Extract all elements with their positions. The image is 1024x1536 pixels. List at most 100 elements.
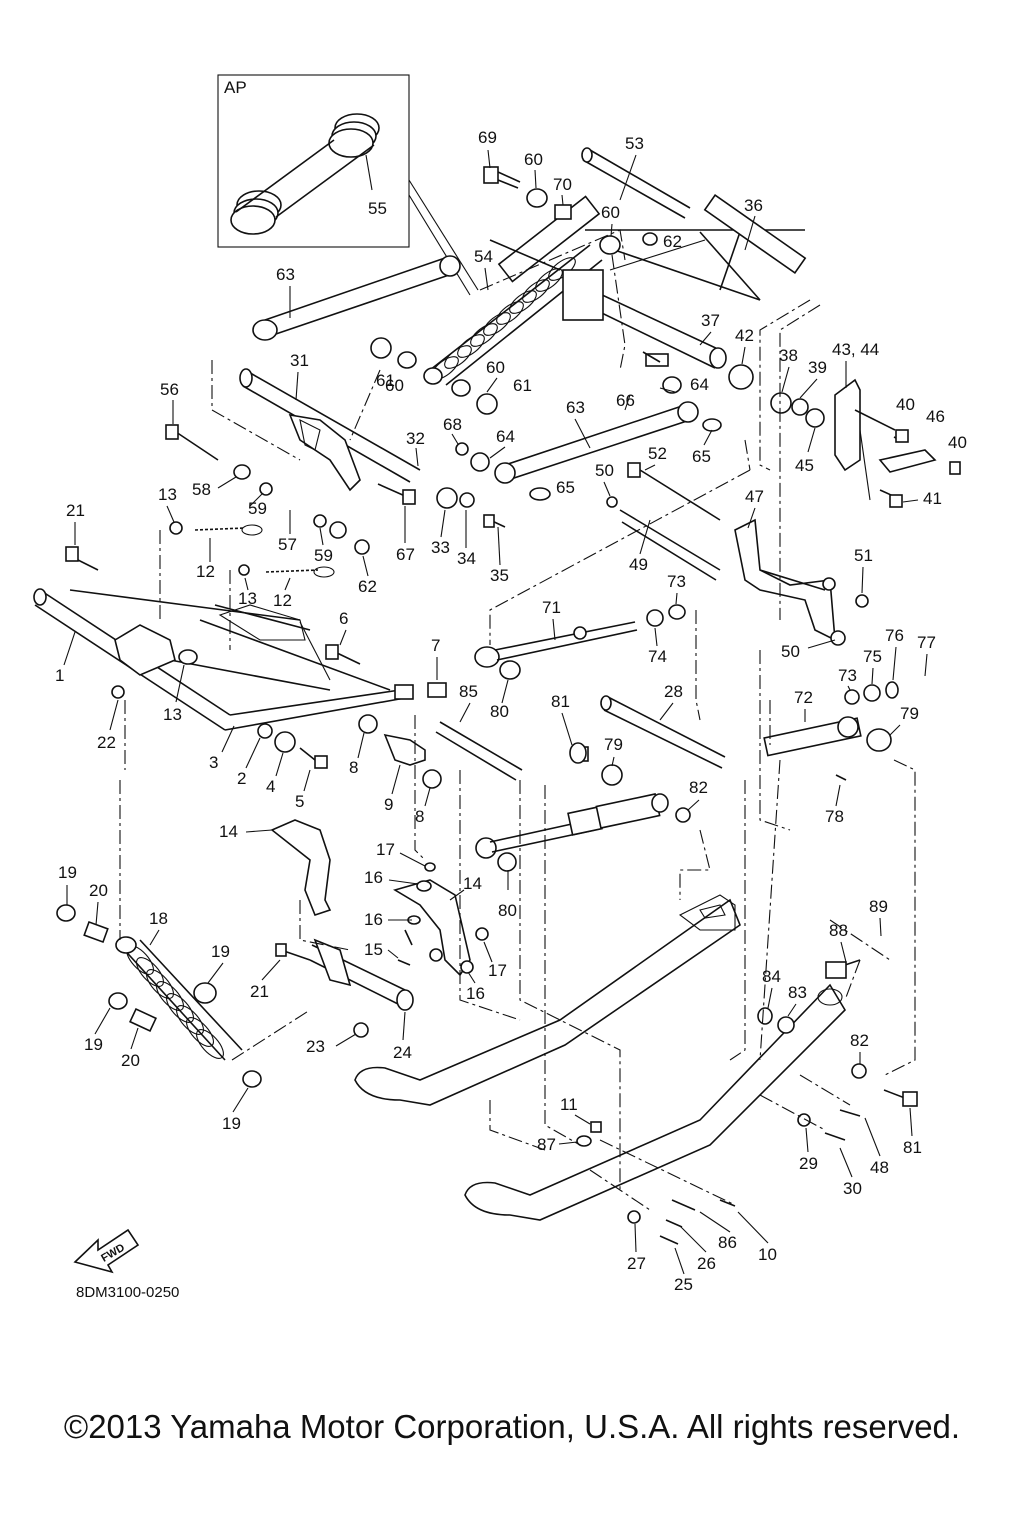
callout: 13 xyxy=(158,485,177,504)
callout: 17 xyxy=(488,961,507,980)
callout: 1 xyxy=(55,666,64,685)
callout: 82 xyxy=(850,1031,869,1050)
callout-labels: 55 69 60 53 70 60 62 36 63 54 37 42 38 3… xyxy=(55,128,967,1294)
callout: 28 xyxy=(664,682,683,701)
callout: 58 xyxy=(192,480,211,499)
callout: 47 xyxy=(745,487,764,506)
callout: 65 xyxy=(692,447,711,466)
reference-lines xyxy=(119,229,916,1211)
callout: 74 xyxy=(648,647,667,666)
callout: 2 xyxy=(237,769,246,788)
callout: 77 xyxy=(917,633,936,652)
diagram-code: 8DM3100-0250 xyxy=(76,1284,179,1301)
callout: 75 xyxy=(863,647,882,666)
callout: 30 xyxy=(843,1179,862,1198)
callout: 43, 44 xyxy=(832,340,879,359)
callout: 52 xyxy=(648,444,667,463)
bracket-47 xyxy=(619,509,846,646)
callout: 83 xyxy=(788,983,807,1002)
callout: 38 xyxy=(779,346,798,365)
callout: 86 xyxy=(718,1233,737,1252)
callout: 45 xyxy=(795,456,814,475)
callout: 51 xyxy=(854,546,873,565)
callout: 50 xyxy=(595,461,614,480)
callout: 65 xyxy=(556,478,575,497)
rod-63-upper xyxy=(252,255,461,341)
callout: 10 xyxy=(758,1245,777,1264)
callout: 25 xyxy=(674,1275,693,1294)
callout: 87 xyxy=(537,1135,556,1154)
callout: 21 xyxy=(250,982,269,1001)
slide-rail-lower xyxy=(464,983,867,1224)
callout: 53 xyxy=(625,134,644,153)
bolts xyxy=(65,351,961,1245)
springs-12 xyxy=(194,524,335,578)
callout: 60 xyxy=(601,203,620,222)
leader-lines xyxy=(63,149,928,1275)
callout: 14 xyxy=(463,874,482,893)
callout: 5 xyxy=(295,792,304,811)
callout: 57 xyxy=(278,535,297,554)
callout: 79 xyxy=(900,704,919,723)
callout: 70 xyxy=(553,175,572,194)
callout: 21 xyxy=(66,501,85,520)
callout: 50 xyxy=(781,642,800,661)
callout: 19 xyxy=(211,942,230,961)
callout: 16 xyxy=(364,868,383,887)
callout: 20 xyxy=(121,1051,140,1070)
callout: 61 xyxy=(376,371,395,390)
shaft-85 xyxy=(435,721,523,781)
callout: 81 xyxy=(551,692,570,711)
callout: 20 xyxy=(89,881,108,900)
callout: 69 xyxy=(478,128,497,147)
slide-rail-upper xyxy=(354,894,741,1106)
callout: 73 xyxy=(667,572,686,591)
shaft-28 xyxy=(569,695,726,786)
callout: 60 xyxy=(486,358,505,377)
callout: 54 xyxy=(474,247,493,266)
callout: 80 xyxy=(498,901,517,920)
callout: 89 xyxy=(869,897,888,916)
callout: 13 xyxy=(163,705,182,724)
callout: 41 xyxy=(923,489,942,508)
rod-71 xyxy=(474,604,686,680)
callout: 22 xyxy=(97,733,116,752)
callout: 68 xyxy=(443,415,462,434)
callout: 88 xyxy=(829,921,848,940)
bushings-mid xyxy=(169,337,869,608)
inset-label: AP xyxy=(224,78,247,97)
callout: 29 xyxy=(799,1154,818,1173)
callout: 85 xyxy=(459,682,478,701)
callout: 12 xyxy=(196,562,215,581)
callout: 24 xyxy=(393,1043,412,1062)
callout: 33 xyxy=(431,538,450,557)
callout: 40 xyxy=(948,433,967,452)
callout: 82 xyxy=(689,778,708,797)
callout: 78 xyxy=(825,807,844,826)
callout: 39 xyxy=(808,358,827,377)
rear-arm-36 xyxy=(489,193,807,369)
callout: 6 xyxy=(339,609,348,628)
front-shock-18 xyxy=(56,904,262,1088)
callout: 35 xyxy=(490,566,509,585)
callout: 3 xyxy=(209,753,218,772)
callout: 26 xyxy=(697,1254,716,1273)
callout: 63 xyxy=(566,398,585,417)
rod-63-lower xyxy=(494,401,699,484)
callout: 17 xyxy=(376,840,395,859)
callout: 27 xyxy=(627,1254,646,1273)
callout: 14 xyxy=(219,822,238,841)
callout: 8 xyxy=(349,758,358,777)
callout: 67 xyxy=(396,545,415,564)
callout: 84 xyxy=(762,967,781,986)
callout: 7 xyxy=(431,636,440,655)
callout: 49 xyxy=(629,555,648,574)
callout: 73 xyxy=(838,666,857,685)
callout: 76 xyxy=(885,626,904,645)
callout: 60 xyxy=(524,150,543,169)
callout: 19 xyxy=(84,1035,103,1054)
callout: 31 xyxy=(290,351,309,370)
callout: 32 xyxy=(406,429,425,448)
boot-part xyxy=(230,113,380,235)
